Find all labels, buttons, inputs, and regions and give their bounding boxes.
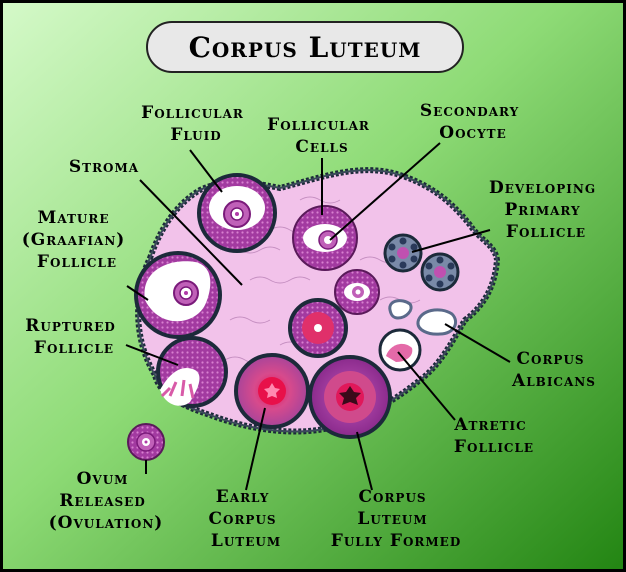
label-follicular-fluid: Follicular Fluid xyxy=(141,103,251,145)
developing-luteum xyxy=(288,298,348,358)
title-text: Corpus Luteum xyxy=(189,31,422,64)
leader-lines xyxy=(125,142,511,491)
mature-follicle xyxy=(134,251,222,339)
corpus-luteum-fully-formed xyxy=(308,355,392,439)
label-atretic-follicle: Atretic Follicle xyxy=(453,415,534,457)
early-corpus-luteum xyxy=(234,353,310,429)
secondary-follicle xyxy=(292,205,358,271)
label-corpus-luteum-fully-formed: Corpus Luteum Fully Formed xyxy=(331,487,461,551)
corpus-albicans xyxy=(388,299,457,336)
label-developing-primary-follicle: Developing Primary Follicle xyxy=(489,178,603,242)
small-follicle xyxy=(334,269,380,315)
released-ovum xyxy=(127,423,165,461)
label-follicular-cells: Follicular Cells xyxy=(267,115,377,157)
atretic-follicle xyxy=(378,328,422,372)
label-stroma: Stroma xyxy=(69,157,139,177)
label-ovum-released: Ovum Released (Ovulation) xyxy=(49,469,164,533)
primary-follicle-2 xyxy=(420,252,460,292)
label-early-corpus-luteum: Early Corpus Luteum xyxy=(208,487,283,551)
follicle-with-fluid xyxy=(197,173,277,253)
labels: Follicular Fluid Follicular Cells Second… xyxy=(22,101,603,551)
primary-follicle-1 xyxy=(383,233,423,273)
label-ruptured-follicle: Ruptured Follicle xyxy=(25,316,122,358)
ruptured-follicle xyxy=(156,336,228,408)
label-mature-follicle: Mature (Graafian) Follicle xyxy=(22,208,133,272)
label-secondary-oocyte: Secondary Oocyte xyxy=(420,101,526,143)
title-badge: Corpus Luteum xyxy=(146,21,464,73)
label-corpus-albicans: Corpus Albicans xyxy=(511,349,596,391)
